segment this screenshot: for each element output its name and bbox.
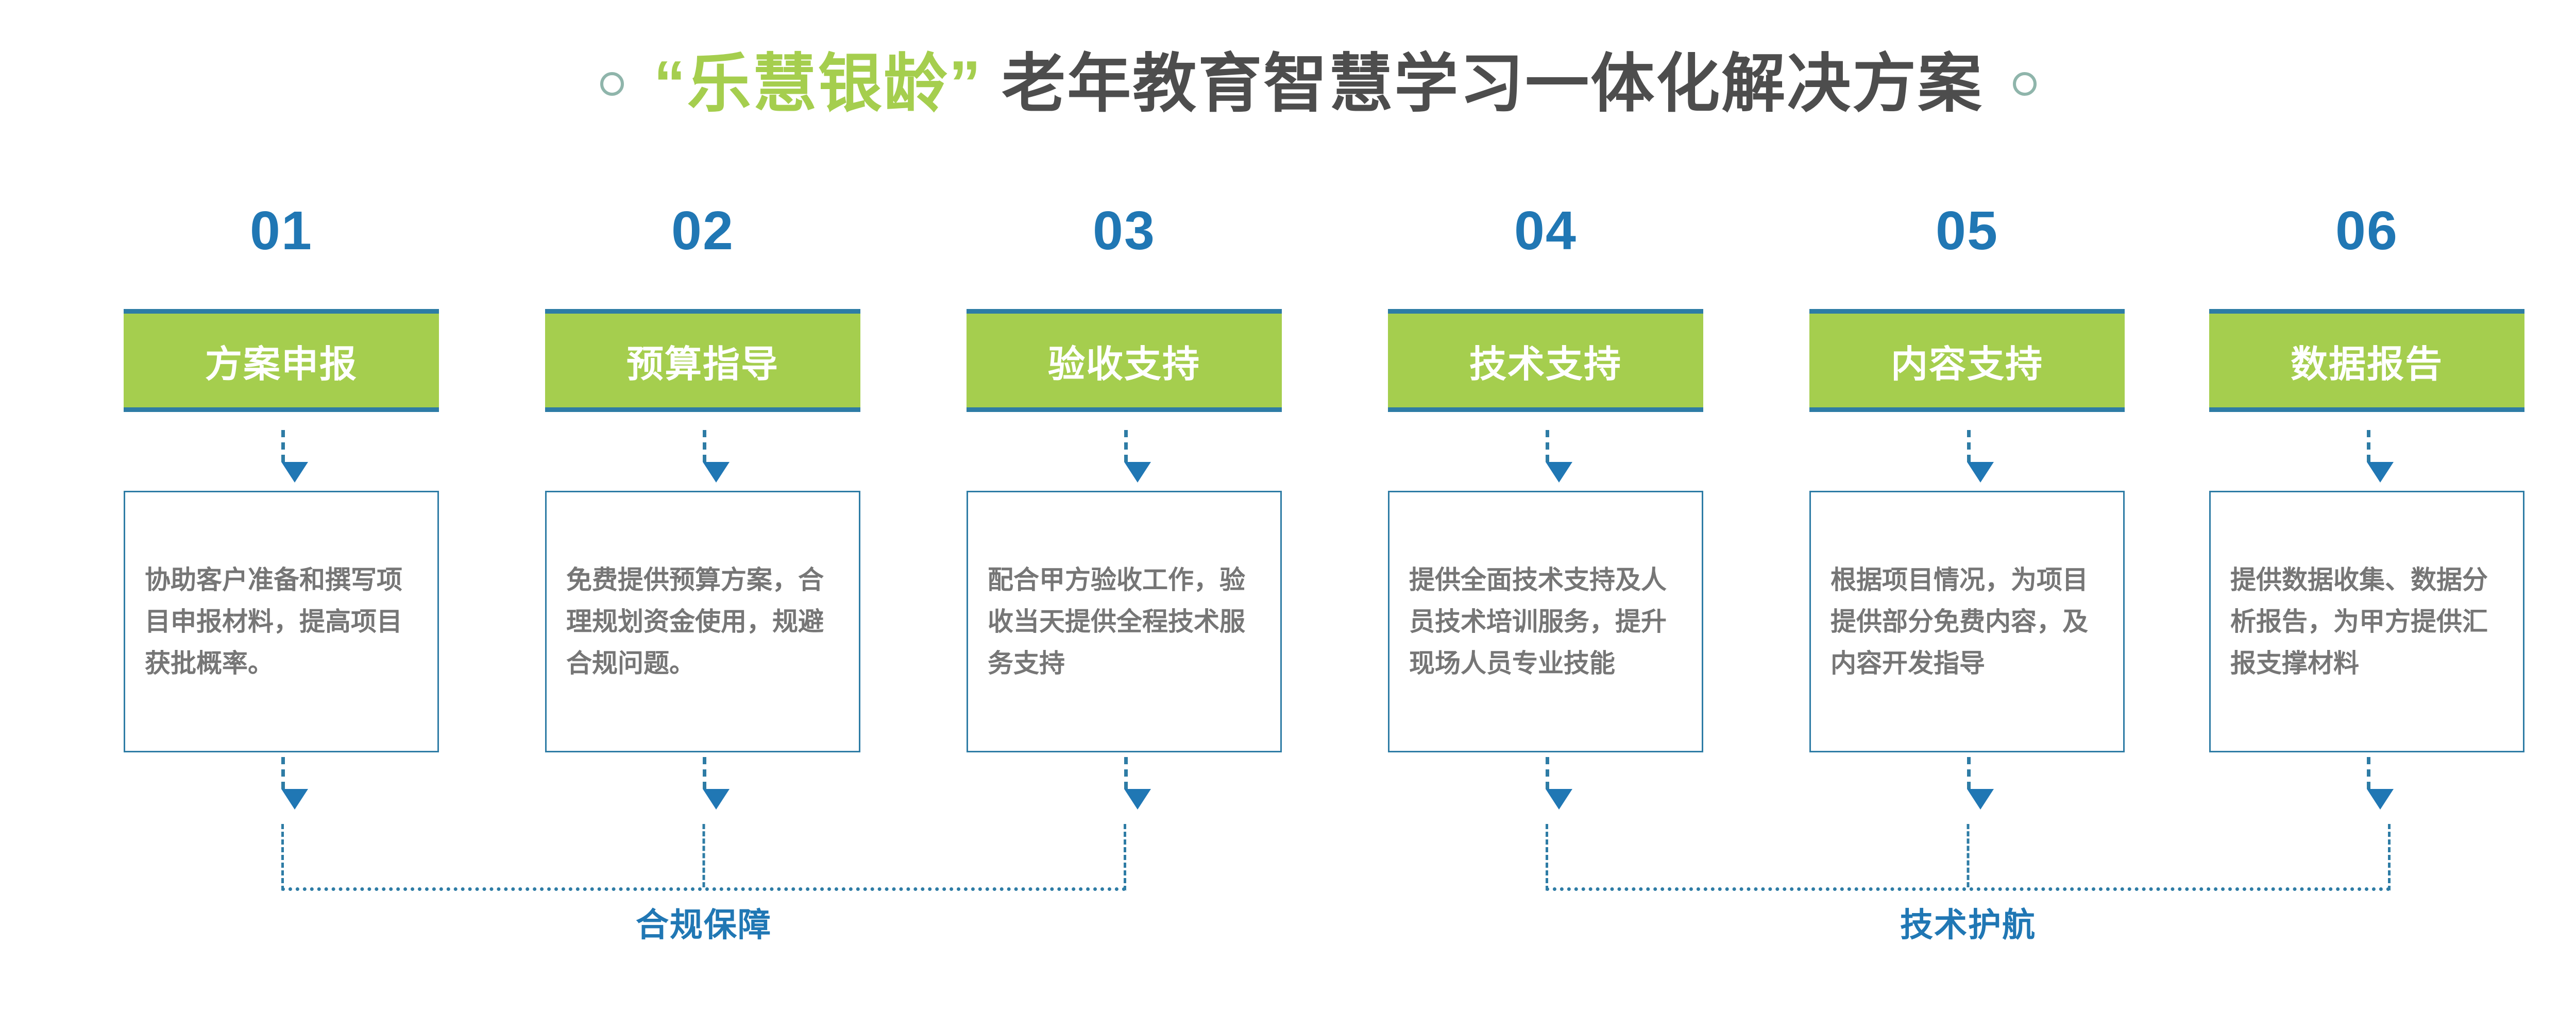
step-title-label: 内容支持 [1890,343,2043,385]
page-title-row: “乐慧银龄” 老年教育智慧学习一体化解决方案 [0,49,2576,119]
step-title-box[interactable]: 预算指导 [545,309,860,412]
step-description-text: 提供全面技术支持及人员技术培训服务，提升现场人员专业技能 [1409,565,1667,678]
step-title-label: 验收支持 [1047,343,1200,385]
step-description-box: 提供全面技术支持及人员技术培训服务，提升现场人员专业技能 [1388,491,1703,752]
step-title-label: 技术支持 [1469,343,1622,385]
step-column-01: 01 方案申报 协助客户准备和撰写项目申报材料，提高项目获批概率。 [124,0,439,1014]
page-title: “乐慧银龄” 老年教育智慧学习一体化解决方案 [654,49,1983,119]
step-title-label: 数据报告 [2290,343,2443,385]
step-description-text: 根据项目情况，为项目提供部分免费内容，及内容开发指导 [1831,565,2088,678]
step-title-label: 预算指导 [626,343,779,385]
step-number: 03 [1093,200,1156,261]
group-label-right: 技术护航 [1900,906,2036,943]
bracket-mid-tick [1967,824,1970,887]
left-decorative-circle-icon [600,72,624,96]
step-number: 05 [1936,200,1998,261]
step-number: 04 [1514,200,1577,261]
step-column-03: 03 验收支持 配合甲方验收工作，验收当天提供全程技术服务支持 [967,0,1282,1014]
step-column-06: 06 数据报告 提供数据收集、数据分析报告，为甲方提供汇报支撑材料 [2209,0,2524,1014]
step-title-label: 方案申报 [205,343,358,385]
step-description-box: 配合甲方验收工作，验收当天提供全程技术服务支持 [967,491,1282,752]
step-title-box[interactable]: 方案申报 [124,309,439,412]
title-rest-text: 老年教育智慧学习一体化解决方案 [982,48,1984,119]
step-description-box: 免费提供预算方案，合理规划资金使用，规避合规问题。 [545,491,860,752]
step-number: 02 [671,200,734,261]
title-brand-text: “乐慧银龄” [653,48,982,119]
step-column-02: 02 预算指导 免费提供预算方案，合理规划资金使用，规避合规问题。 [545,0,860,1014]
step-title-box[interactable]: 技术支持 [1388,309,1703,412]
step-description-text: 协助客户准备和撰写项目申报材料，提高项目获批概率。 [145,565,402,678]
right-decorative-circle-icon [2013,72,2037,96]
step-column-05: 05 内容支持 根据项目情况，为项目提供部分免费内容，及内容开发指导 [1809,0,2125,1014]
step-title-box[interactable]: 验收支持 [967,309,1282,412]
bracket-mid-tick [702,824,705,887]
group-label-left: 合规保障 [636,906,772,943]
steps-container: 01 方案申报 协助客户准备和撰写项目申报材料，提高项目获批概率。 02 预算指… [124,0,2524,1014]
step-description-box: 根据项目情况，为项目提供部分免费内容，及内容开发指导 [1809,491,2125,752]
step-title-box[interactable]: 内容支持 [1809,309,2125,412]
step-description-text: 提供数据收集、数据分析报告，为甲方提供汇报支撑材料 [2230,565,2488,678]
step-column-04: 04 技术支持 提供全面技术支持及人员技术培训服务，提升现场人员专业技能 [1388,0,1703,1014]
step-number: 01 [250,200,313,261]
step-description-box: 提供数据收集、数据分析报告，为甲方提供汇报支撑材料 [2209,491,2524,752]
step-description-text: 配合甲方验收工作，验收当天提供全程技术服务支持 [988,565,1245,678]
step-description-box: 协助客户准备和撰写项目申报材料，提高项目获批概率。 [124,491,439,752]
step-number: 06 [2335,200,2398,261]
group-bracket-right [1546,824,2391,891]
group-bracket-left [281,824,1126,891]
step-title-box[interactable]: 数据报告 [2209,309,2524,412]
step-description-text: 免费提供预算方案，合理规划资金使用，规避合规问题。 [566,565,824,678]
